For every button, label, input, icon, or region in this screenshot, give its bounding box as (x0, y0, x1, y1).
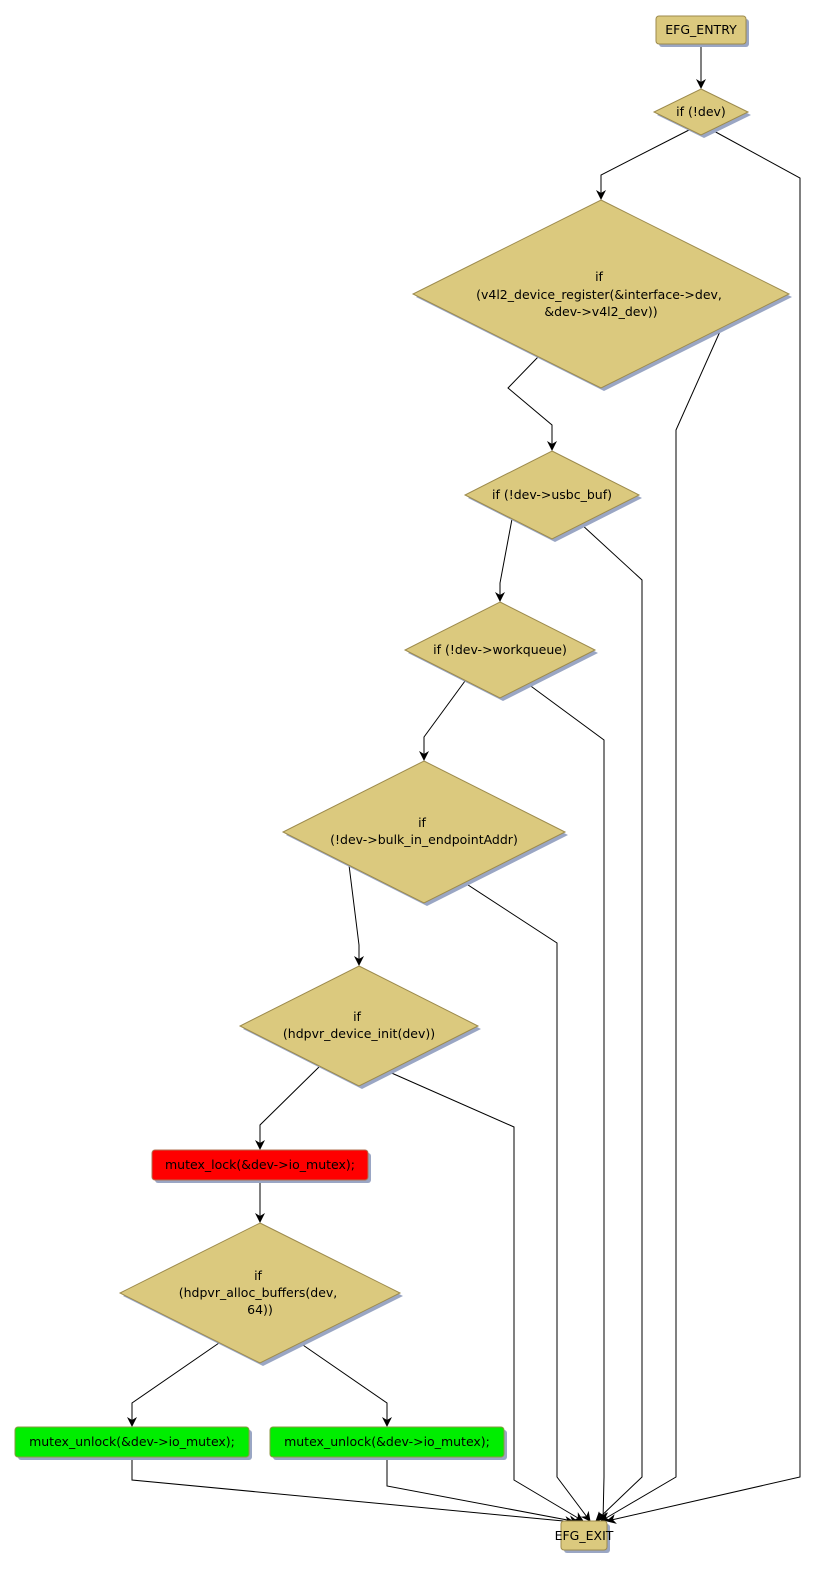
node-mutex-unlock-1[interactable]: mutex_unlock(&dev->io_mutex); (14, 1426, 252, 1460)
edge-bulk-to-exit (464, 882, 591, 1522)
edge-v4l2-to-exit (600, 326, 723, 1522)
node-cond-dev[interactable]: if (!dev) (652, 88, 751, 138)
edge-unlock1-to-exit (131, 1457, 575, 1527)
edge-workqueue-to-bulk (419, 680, 466, 761)
node-mutex-lock[interactable]: mutex_lock(&dev->io_mutex); (151, 1149, 371, 1183)
edge-v4l2-to-usbc (507, 356, 557, 451)
node-cond-v4l2[interactable]: if (v4l2_device_register(&interface->dev… (411, 199, 792, 391)
edge-usbc-to-exit (580, 523, 643, 1522)
edge-alloc-to-unlock1 (127, 1342, 220, 1427)
edge-bulk-to-init (348, 864, 364, 966)
node-cond-usbc-buf[interactable]: if (!dev->usbc_buf) (463, 450, 642, 542)
node-cond-device-init[interactable]: if (hdpvr_device_init(dev)) (238, 965, 481, 1089)
node-label: if (hdpvr_device_init(dev)) (283, 1009, 435, 1041)
node-mutex-unlock-2[interactable]: mutex_unlock(&dev->io_mutex); (269, 1426, 507, 1460)
node-label: if (hdpvr_alloc_buffers(dev, 64)) (179, 1268, 342, 1317)
edge-init-to-lock (255, 1065, 321, 1150)
node-label: mutex_lock(&dev->io_mutex); (165, 1157, 355, 1172)
node-label: if (!dev->workqueue) (433, 642, 567, 657)
node-label: EFG_ENTRY (665, 22, 737, 37)
edge-dev-to-v4l2 (596, 129, 690, 200)
node-label: if (!dev->bulk_in_endpointAddr) (330, 815, 518, 847)
edge-unlock2-to-exit (386, 1457, 579, 1526)
node-entry[interactable]: EFG_ENTRY (655, 15, 749, 47)
node-label: if (v4l2_device_register(&interface->dev… (476, 269, 726, 319)
edge-dev-to-exit (606, 129, 801, 1524)
edge-init-to-exit (386, 1070, 584, 1522)
node-cond-bulk-in[interactable]: if (!dev->bulk_in_endpointAddr) (281, 760, 568, 906)
node-label: EFG_EXIT (555, 1528, 614, 1543)
node-exit[interactable]: EFG_EXIT (555, 1520, 614, 1553)
node-label: mutex_unlock(&dev->io_mutex); (284, 1434, 490, 1449)
node-label: if (!dev->usbc_buf) (492, 487, 612, 502)
node-cond-workqueue[interactable]: if (!dev->workqueue) (403, 601, 598, 701)
node-cond-alloc-buffers[interactable]: if (hdpvr_alloc_buffers(dev, 64)) (118, 1222, 403, 1366)
node-label: mutex_unlock(&dev->io_mutex); (29, 1434, 235, 1449)
edge-alloc-to-unlock2 (299, 1342, 392, 1427)
edge-usbc-to-workqueue (495, 518, 513, 602)
edge-workqueue-to-exit (527, 683, 609, 1522)
node-label: if (!dev) (676, 104, 726, 119)
edges (127, 44, 801, 1527)
